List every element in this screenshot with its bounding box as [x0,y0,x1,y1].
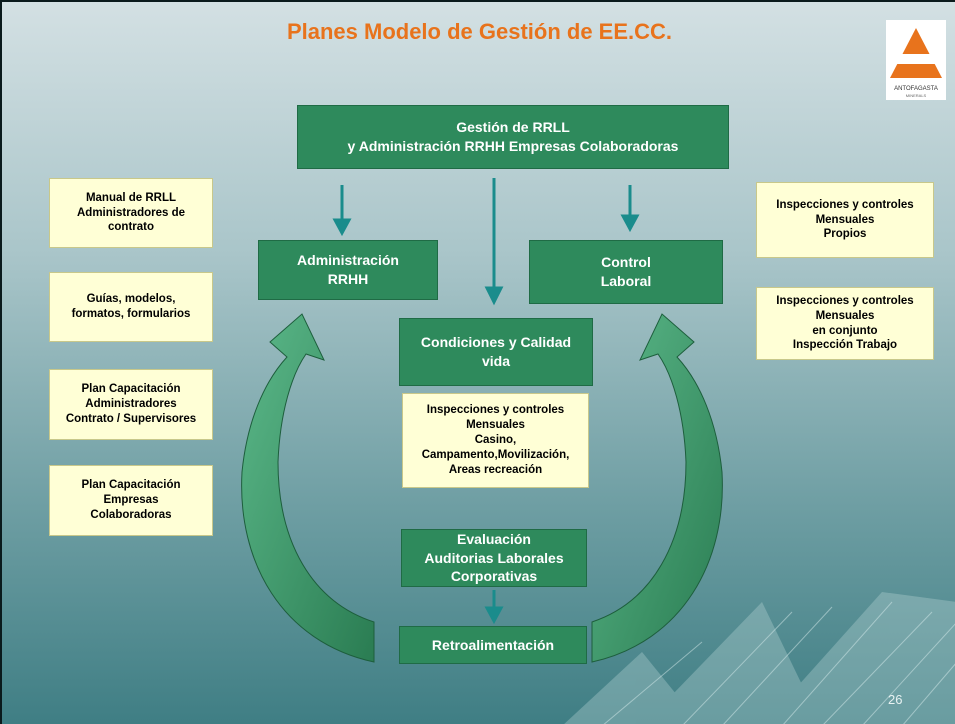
right-cycle-arrow [591,313,723,663]
box-condiciones-calidad-vida: Condiciones y Calidad vida [399,318,593,386]
left-cycle-arrow [241,313,375,663]
page-number: 26 [888,692,903,707]
arrow-to-administracion [332,185,352,237]
note-inspecciones-propios: Inspecciones y controles Mensuales Propi… [756,182,934,258]
slide-title: Planes Modelo de Gestión de EE.CC. [286,19,673,44]
arrow-to-retroalimentacion [484,590,504,625]
arrow-to-condiciones [484,178,504,306]
arrow-to-control [620,185,640,233]
note-inspecciones-conjunto: Inspecciones y controles Mensuales en co… [756,287,934,360]
note-plan-capacitacion-empresas: Plan Capacitación Empresas Colaboradoras [49,465,213,536]
note-inspecciones-casino: Inspecciones y controles Mensuales Casin… [402,393,589,488]
company-logo: ANTOFAGASTA MINERALS [886,20,946,100]
note-manual-rrll: Manual de RRLL Administradores de contra… [49,178,213,248]
box-administracion-rrhh: Administración RRHH [258,240,438,300]
box-evaluacion-auditorias: Evaluación Auditorias Laborales Corporat… [401,529,587,587]
box-gestion-rrll: Gestión de RRLL y Administración RRHH Em… [297,105,729,169]
logo-text: ANTOFAGASTA [894,86,938,92]
note-guias-modelos: Guías, modelos, formatos, formularios [49,272,213,342]
box-control-laboral: Control Laboral [529,240,723,304]
logo-subtext: MINERALS [906,93,927,98]
note-plan-capacitacion-administradores: Plan Capacitación Administradores Contra… [49,369,213,440]
box-retroalimentacion: Retroalimentación [399,626,587,664]
